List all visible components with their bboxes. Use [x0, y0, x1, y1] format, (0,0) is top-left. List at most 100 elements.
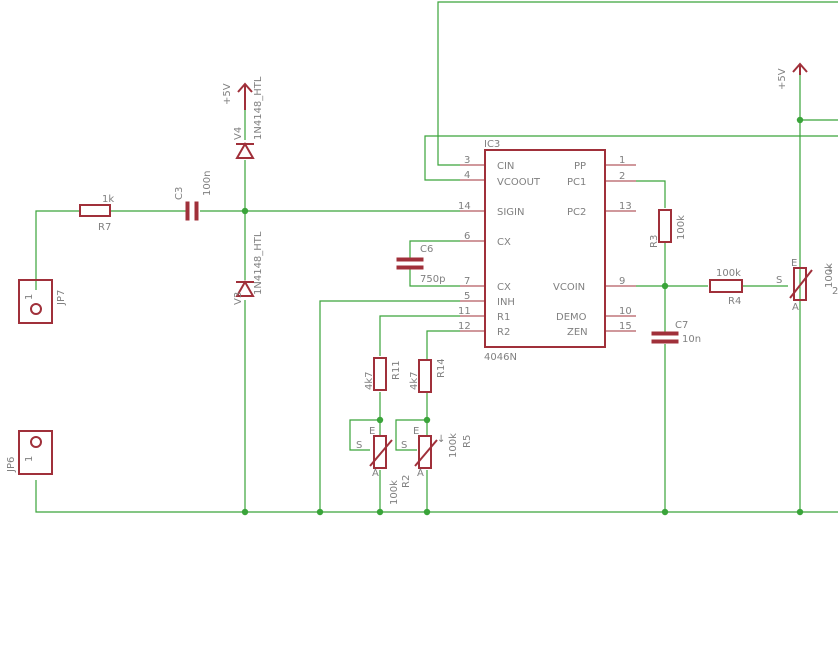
pin-number: 5	[464, 291, 470, 302]
pot-pin-a: A	[372, 468, 379, 479]
diode-v3: V3 1N4148_HTL	[233, 231, 264, 305]
v3-name: V3	[233, 292, 244, 305]
resistor-body	[709, 279, 743, 293]
pot-pin-e: E	[369, 426, 375, 437]
r7-name: R7	[98, 222, 111, 233]
wire-c6-bot	[409, 268, 460, 287]
connector-jp6: 1 JP6	[6, 430, 53, 475]
supply-label: +5V	[777, 68, 788, 90]
pin-label: PC1	[567, 177, 586, 188]
wire-c6-top	[409, 240, 460, 258]
wire-r11-s	[349, 419, 380, 451]
c3-value: 100n	[202, 171, 213, 196]
pin-number: 14	[458, 201, 471, 212]
pot-pin-e: E	[413, 426, 419, 437]
pot-pin-s: S	[401, 440, 407, 451]
junction	[796, 508, 804, 516]
jp7-name: JP7	[56, 290, 67, 306]
pin-label: SIGIN	[497, 207, 524, 218]
cap-plate	[396, 257, 424, 262]
pin-label: CX	[497, 237, 511, 248]
pin-number: 10	[619, 306, 632, 317]
v3-value: 1N4148_HTL	[253, 231, 264, 295]
junction	[376, 416, 384, 424]
junction	[241, 508, 249, 516]
diode-v4: V4 1N4148_HTL	[233, 76, 264, 159]
wires	[35, 1, 838, 513]
diode-body	[235, 141, 255, 159]
r11-name: R11	[391, 360, 402, 380]
r3-name: R3	[649, 235, 660, 248]
resistor-body	[373, 357, 387, 391]
pin-label: INH	[497, 297, 515, 308]
c3-name: C3	[174, 187, 185, 200]
resistor-r4: 100k R4	[709, 268, 743, 307]
c6-value: 750p	[420, 274, 445, 285]
pot-body	[418, 435, 432, 469]
resistor-r7: 1k R7	[79, 194, 114, 233]
wire-vcoout	[424, 135, 838, 181]
supply-5v-right: +5V	[777, 62, 808, 90]
pot-body	[793, 267, 807, 301]
pin-label: ZEN	[567, 327, 588, 338]
connector-jp7: 1 JP7	[18, 279, 67, 324]
pot-pin-s: S	[776, 275, 782, 286]
pin-number: 4	[464, 170, 470, 181]
pin-number: 11	[458, 306, 471, 317]
potentiometer-right: E S A 100k ↓ 2	[776, 258, 838, 313]
resistor-body	[658, 209, 672, 243]
pin-number: 6	[464, 231, 470, 242]
pot-wiper	[369, 439, 393, 467]
pot-wiper	[414, 439, 438, 467]
capacitor-c3: C3 100n	[174, 171, 213, 221]
wire-ground-bus	[35, 480, 838, 513]
pin-number: 13	[619, 201, 632, 212]
pin-number: 7	[464, 276, 470, 287]
pin-number: 3	[464, 155, 470, 166]
jp6-name: JP6	[6, 457, 17, 473]
potentiometer-r5: E S A ↓ 100k R5	[401, 426, 473, 479]
pot-wiper	[789, 269, 813, 299]
pot-pin-a: A	[417, 468, 424, 479]
supply-label: +5V	[222, 83, 233, 105]
potentiometer-r2: E S A 100k R2	[356, 426, 412, 505]
ic-value: 4046N	[484, 352, 517, 363]
r5-name: R5	[462, 435, 473, 448]
ic-body	[484, 149, 606, 348]
pin-label: CIN	[497, 161, 514, 172]
junction	[661, 282, 669, 290]
junction	[661, 508, 669, 516]
v4-value: 1N4148_HTL	[253, 76, 264, 140]
junction	[376, 508, 384, 516]
ic-name: IC3	[484, 139, 500, 150]
junctions	[241, 116, 804, 516]
pin-label: PP	[574, 161, 586, 172]
wire-r14-s	[395, 419, 427, 451]
cap-plate	[651, 331, 679, 336]
pin-label: R1	[497, 312, 510, 323]
resistor-r11: 4k7 R11	[364, 357, 402, 391]
junction	[423, 416, 431, 424]
pin-label: PC2	[567, 207, 586, 218]
wire-r2	[426, 330, 460, 360]
pin-label: VCOIN	[553, 282, 585, 293]
c7-name: C7	[675, 320, 688, 331]
junction	[423, 508, 431, 516]
r14-name: R14	[436, 358, 447, 378]
r5-value: 100k	[448, 433, 459, 458]
pin-number: 12	[458, 321, 471, 332]
ic3-4046: IC3 4046N 3 4 14 6 7 5 11 12 CIN VCOOUT …	[458, 139, 636, 363]
diode-body	[235, 279, 255, 297]
c7-value: 10n	[682, 334, 701, 345]
connector-body	[18, 279, 53, 324]
pot-pin-e: E	[791, 258, 797, 269]
r2-value: 100k	[389, 480, 400, 505]
pot-right-value: 100k	[824, 263, 835, 288]
r11-value: 4k7	[364, 371, 375, 390]
pot-body	[373, 435, 387, 469]
junction	[796, 116, 804, 124]
wire-cin-top	[437, 1, 838, 166]
wire-r1	[379, 315, 460, 356]
